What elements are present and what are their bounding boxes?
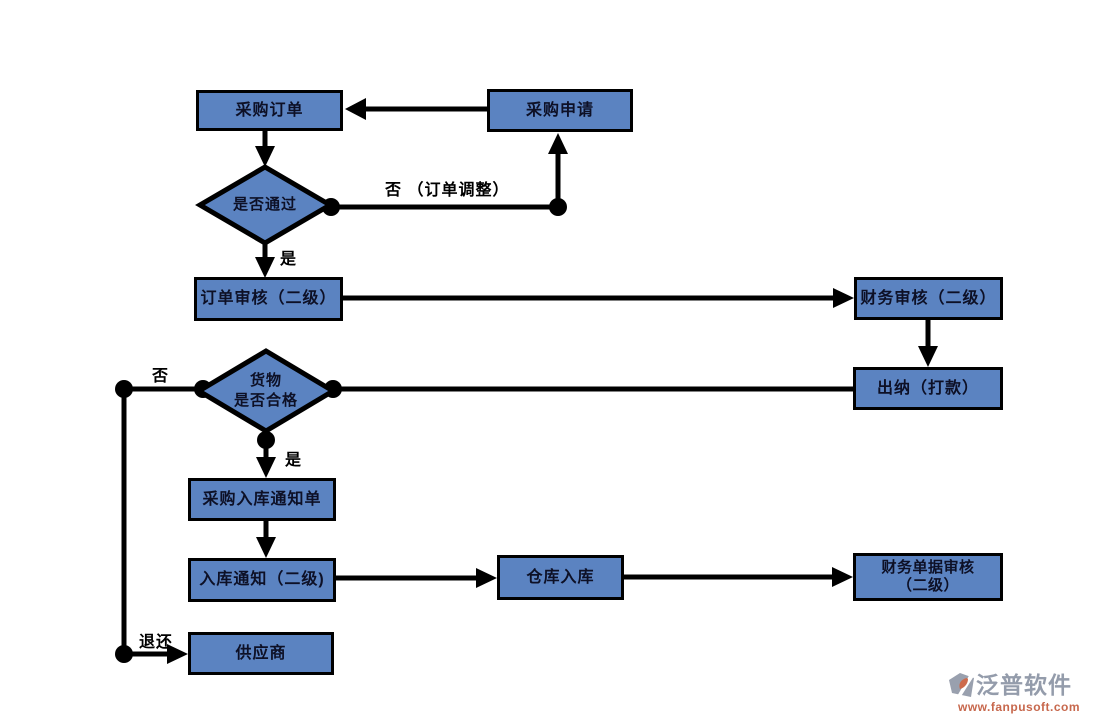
node-label: 采购入库通知单 xyxy=(202,490,322,508)
watermark-brand-row: 泛普软件 xyxy=(948,672,1088,699)
node-label: 采购申请 xyxy=(525,101,594,119)
arrowhead-left-into-order xyxy=(345,98,366,120)
edge-label-return: 退还 xyxy=(139,634,174,651)
decision-pass-diamond xyxy=(195,164,335,246)
arrowhead-down-into-noticebox xyxy=(256,457,276,478)
node-label: 采购订单 xyxy=(235,101,304,119)
dot-rail-bottom xyxy=(115,645,133,663)
edge-label-yes-goods: 是 xyxy=(285,452,303,469)
node-inbound-notice: 入库通知（二级) xyxy=(188,558,336,602)
node-finance-doc-review: 财务单据审核 （二级） xyxy=(853,553,1003,601)
node-finance-review: 财务审核（二级） xyxy=(854,277,1003,320)
arrowhead-down-into-cashier xyxy=(918,346,938,367)
edge-label-yes-pass: 是 xyxy=(280,251,298,268)
node-label: 供应商 xyxy=(235,644,287,662)
arrowhead-up-into-request xyxy=(548,133,568,154)
edge-label-no-goods: 否 xyxy=(152,368,170,385)
node-label-line1: 财务单据审核 xyxy=(881,559,975,576)
node-purchase-inbound-notice: 采购入库通知单 xyxy=(188,478,336,521)
decision-shapes xyxy=(194,164,338,434)
decision-goods-diamond xyxy=(194,348,338,434)
dot-rail-top xyxy=(115,380,133,398)
dot-under-request xyxy=(549,198,567,216)
node-cashier-payment: 出纳（打款） xyxy=(853,367,1003,410)
node-label: 财务审核（二级） xyxy=(860,289,997,307)
arrowhead-down-into-inbound xyxy=(256,537,276,558)
arrowhead-down-into-orderreview xyxy=(255,257,275,278)
node-warehouse-inbound: 仓库入库 xyxy=(497,555,624,600)
arrowhead-right-into-docreview xyxy=(832,567,853,587)
watermark: 泛普软件 www.fanpusoft.com xyxy=(948,672,1088,713)
watermark-brand-text: 泛普软件 xyxy=(976,672,1072,698)
arrowheads xyxy=(167,98,938,664)
node-label: 仓库入库 xyxy=(526,568,595,586)
node-order-review: 订单审核（二级） xyxy=(194,277,343,321)
arrowhead-right-into-supplier xyxy=(167,644,188,664)
node-purchase-order: 采购订单 xyxy=(196,90,343,131)
edge-label-no-order-adjust: 否 （订单调整） xyxy=(385,182,510,199)
watermark-url-text: www.fanpusoft.com xyxy=(958,700,1081,714)
arrowhead-right-into-warehouse xyxy=(476,568,497,588)
node-supplier: 供应商 xyxy=(188,632,334,675)
arrowhead-down-into-decision xyxy=(255,146,275,167)
fanpu-logo-icon xyxy=(949,673,974,698)
node-label: 出纳（打款） xyxy=(876,379,979,397)
node-label-line2: （二级） xyxy=(896,577,959,594)
node-label: 入库通知（二级) xyxy=(199,571,325,589)
arrowhead-right-into-financereview xyxy=(833,288,854,308)
node-label: 订单审核（二级） xyxy=(200,290,337,308)
node-purchase-request: 采购申请 xyxy=(487,89,633,132)
dot-goods-bottom xyxy=(257,431,275,449)
